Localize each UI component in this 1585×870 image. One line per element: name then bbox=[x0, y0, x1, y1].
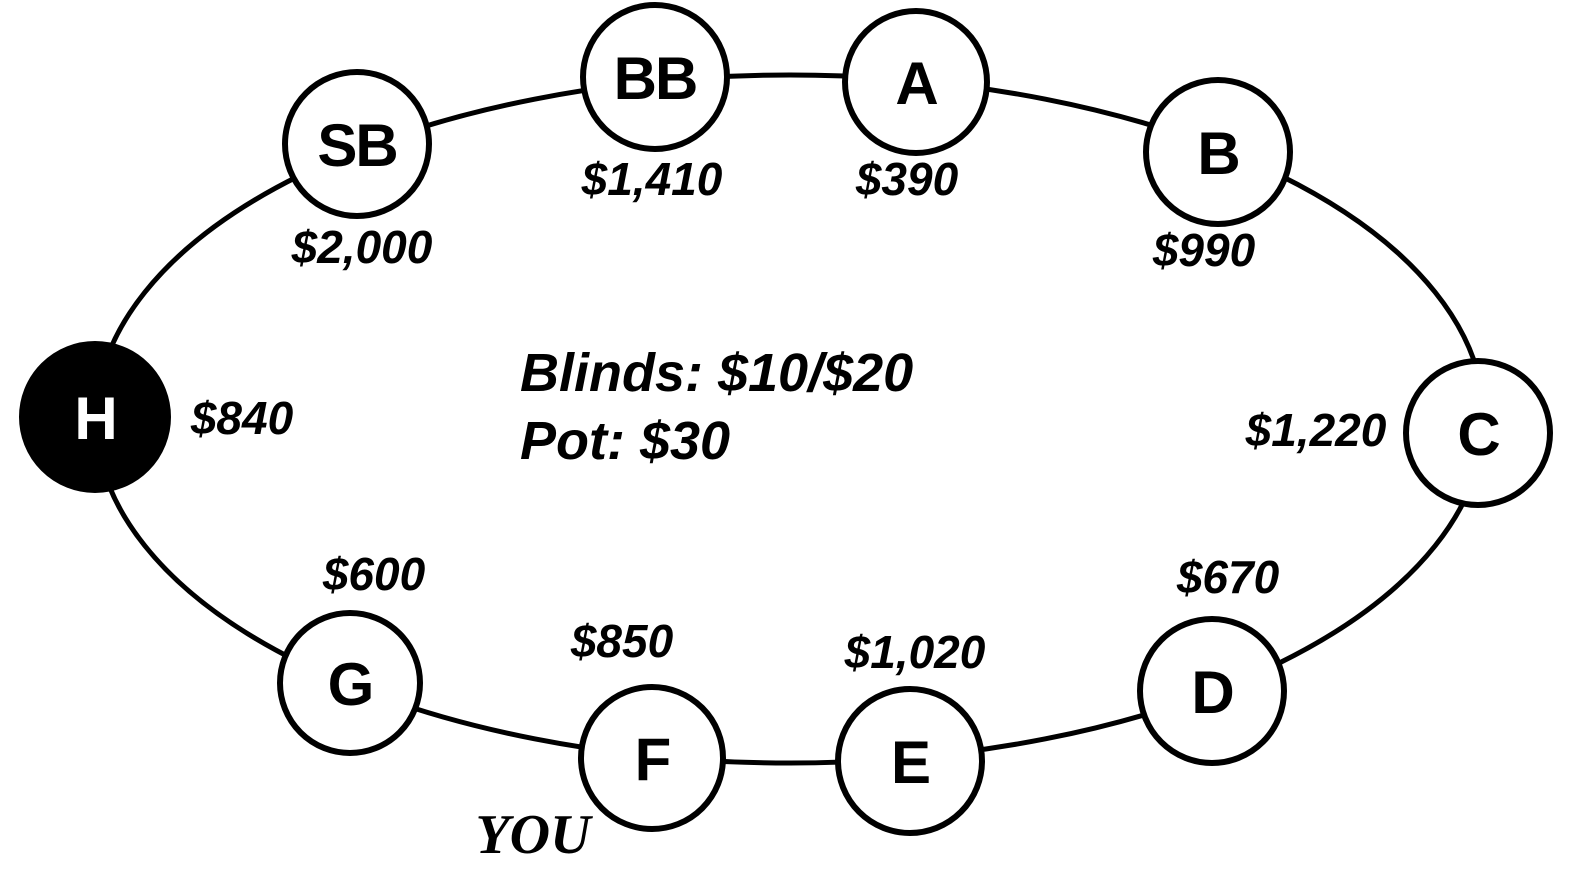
seat-circle-SB bbox=[282, 69, 432, 219]
stack-label-D: $670 bbox=[1176, 551, 1280, 603]
seat-letter-A: A bbox=[895, 50, 937, 117]
stack-label-H: $840 bbox=[190, 392, 294, 444]
stack-label-SB: $2,000 bbox=[291, 221, 433, 273]
seat-circle-E bbox=[835, 686, 985, 836]
seat-letter-H: H bbox=[74, 385, 115, 452]
pot-text: Pot: $30 bbox=[520, 411, 730, 471]
seat-circle-B bbox=[1143, 77, 1293, 227]
seat-letter-D: D bbox=[1191, 659, 1232, 726]
stack-label-F: $850 bbox=[570, 615, 674, 667]
blinds-text: Blinds: $10/$20 bbox=[520, 343, 913, 403]
stack-label-E: $1,020 bbox=[844, 626, 986, 678]
seat-letter-C: C bbox=[1457, 401, 1499, 468]
stack-label-B: $990 bbox=[1152, 224, 1256, 276]
seat-letter-E: E bbox=[891, 729, 929, 796]
seat-letter-G: G bbox=[328, 651, 373, 718]
seat-circle-C bbox=[1403, 358, 1553, 508]
seat-letter-F: F bbox=[635, 726, 670, 793]
you-annotation: YOU bbox=[475, 804, 593, 866]
seat-letter-SB: SB bbox=[317, 112, 396, 179]
seat-circle-D bbox=[1137, 616, 1287, 766]
seat-circle-F bbox=[578, 684, 726, 832]
stack-label-A: $390 bbox=[855, 153, 959, 205]
seat-circle-A bbox=[842, 8, 990, 156]
stack-label-C: $1,220 bbox=[1245, 404, 1387, 456]
stack-label-BB: $1,410 bbox=[581, 153, 723, 205]
seat-letter-BB: BB bbox=[614, 45, 697, 112]
seat-circle-H bbox=[19, 341, 171, 493]
seat-letter-B: B bbox=[1197, 120, 1238, 187]
seat-circle-G bbox=[277, 610, 423, 756]
seat-circle-BB bbox=[580, 2, 730, 152]
stack-label-G: $600 bbox=[322, 548, 426, 600]
